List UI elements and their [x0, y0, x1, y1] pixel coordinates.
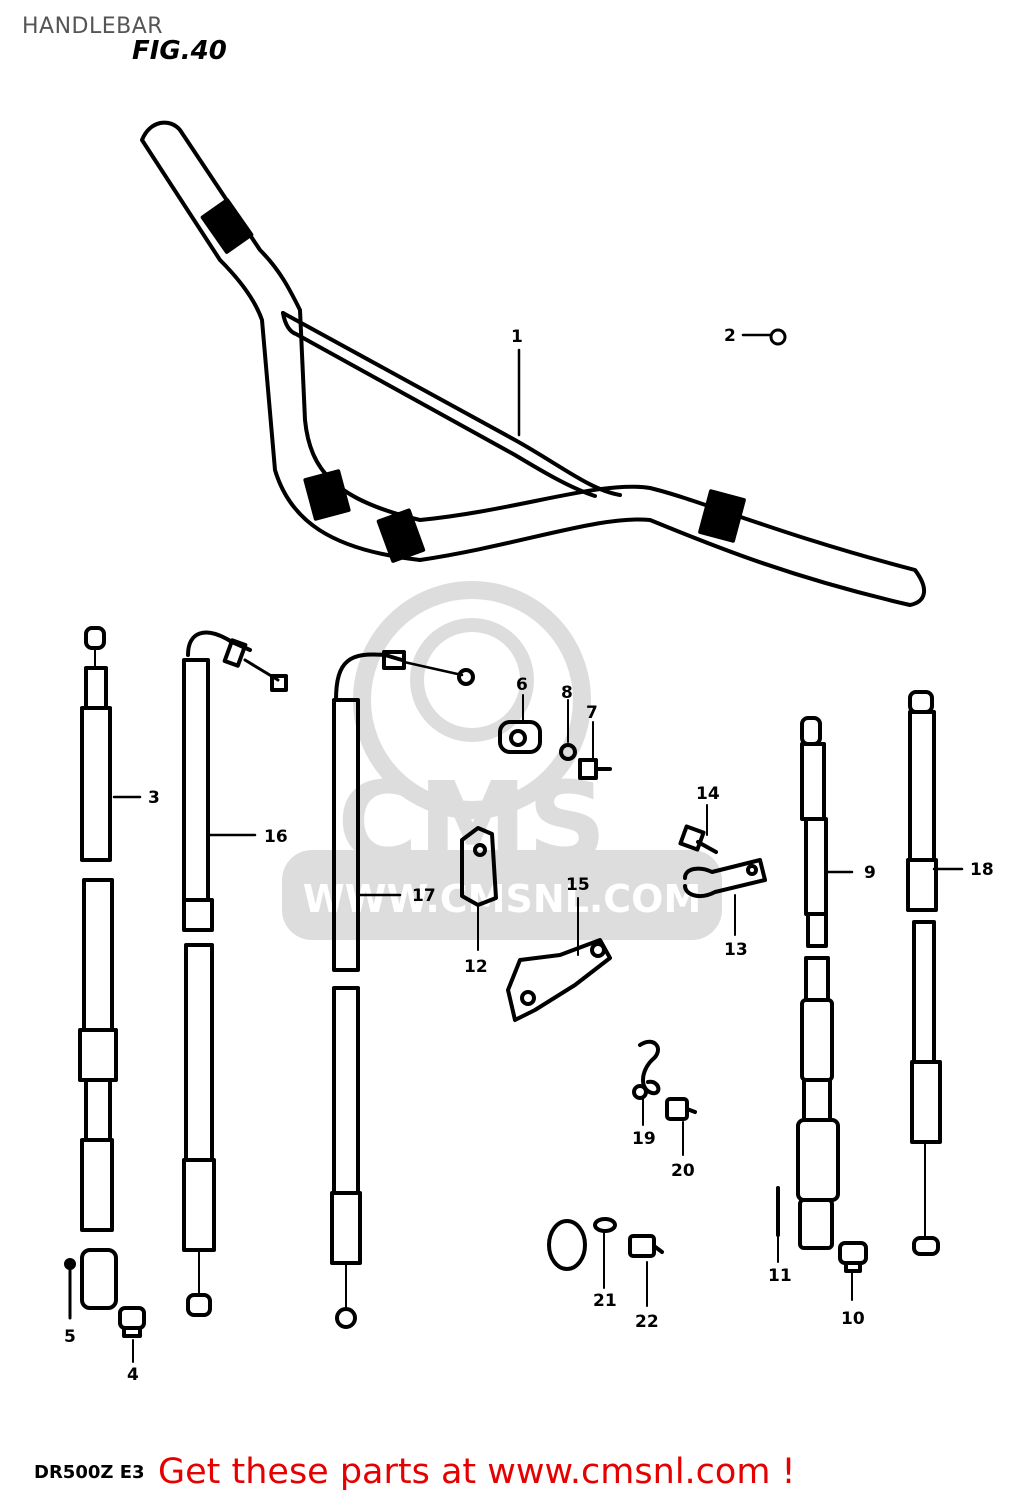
part-label-22: 22 — [635, 1312, 659, 1332]
part-label-5: 5 — [64, 1327, 76, 1347]
part-label-9: 9 — [864, 863, 876, 883]
bolt-2 — [741, 328, 787, 346]
part-label-3: 3 — [148, 788, 160, 808]
cable-9 — [796, 716, 854, 1250]
cms-watermark: CMS WWW.CMSNL.COM — [282, 581, 722, 940]
clamp-6 — [498, 720, 542, 754]
part-label-4: 4 — [127, 1365, 139, 1385]
bracket-12 — [460, 826, 498, 907]
ring-21 — [547, 1217, 617, 1271]
watermark-logo — [353, 581, 591, 819]
part-label-1: 1 — [511, 327, 523, 347]
clamp-13 — [683, 858, 767, 898]
part-label-19: 19 — [632, 1129, 656, 1149]
cable-16 — [182, 630, 288, 1317]
washer-8 — [559, 743, 577, 761]
part-label-6: 6 — [516, 675, 528, 695]
part-label-18: 18 — [970, 860, 994, 880]
parts-shop-link[interactable]: Get these parts at www.cmsnl.com ! — [158, 1452, 796, 1492]
part-label-7: 7 — [586, 703, 598, 723]
nut-10 — [838, 1241, 868, 1273]
part-label-20: 20 — [671, 1161, 695, 1181]
cable-17 — [330, 650, 475, 1329]
part-label-17: 17 — [412, 886, 436, 906]
screw-20 — [665, 1097, 697, 1121]
page-title: HANDLEBAR — [22, 14, 164, 39]
part-label-13: 13 — [724, 940, 748, 960]
part-label-11: 11 — [768, 1266, 792, 1286]
watermark-url: WWW.CMSNL.COM — [303, 877, 702, 921]
spring-19 — [632, 1039, 661, 1100]
nut-4 — [118, 1306, 146, 1338]
screw-22 — [628, 1234, 664, 1258]
pin-5 — [64, 1258, 76, 1320]
watermark-brand: CMS — [337, 758, 606, 886]
figure-number: FIG.40 — [132, 36, 227, 66]
bolt-14 — [678, 824, 718, 854]
screw-7 — [578, 758, 612, 780]
handlebar — [140, 120, 926, 607]
cable-3 — [78, 626, 142, 1310]
part-label-2: 2 — [724, 326, 736, 346]
cable-18 — [906, 690, 964, 1256]
part-label-10: 10 — [841, 1309, 865, 1329]
part-label-8: 8 — [561, 683, 573, 703]
model-code: DR500Z E3 — [34, 1462, 145, 1483]
part-label-21: 21 — [593, 1291, 617, 1311]
part-label-15: 15 — [566, 875, 590, 895]
bracket-15 — [506, 938, 612, 1022]
part-label-14: 14 — [696, 784, 720, 804]
part-label-16: 16 — [264, 827, 288, 847]
part-label-12: 12 — [464, 957, 488, 977]
